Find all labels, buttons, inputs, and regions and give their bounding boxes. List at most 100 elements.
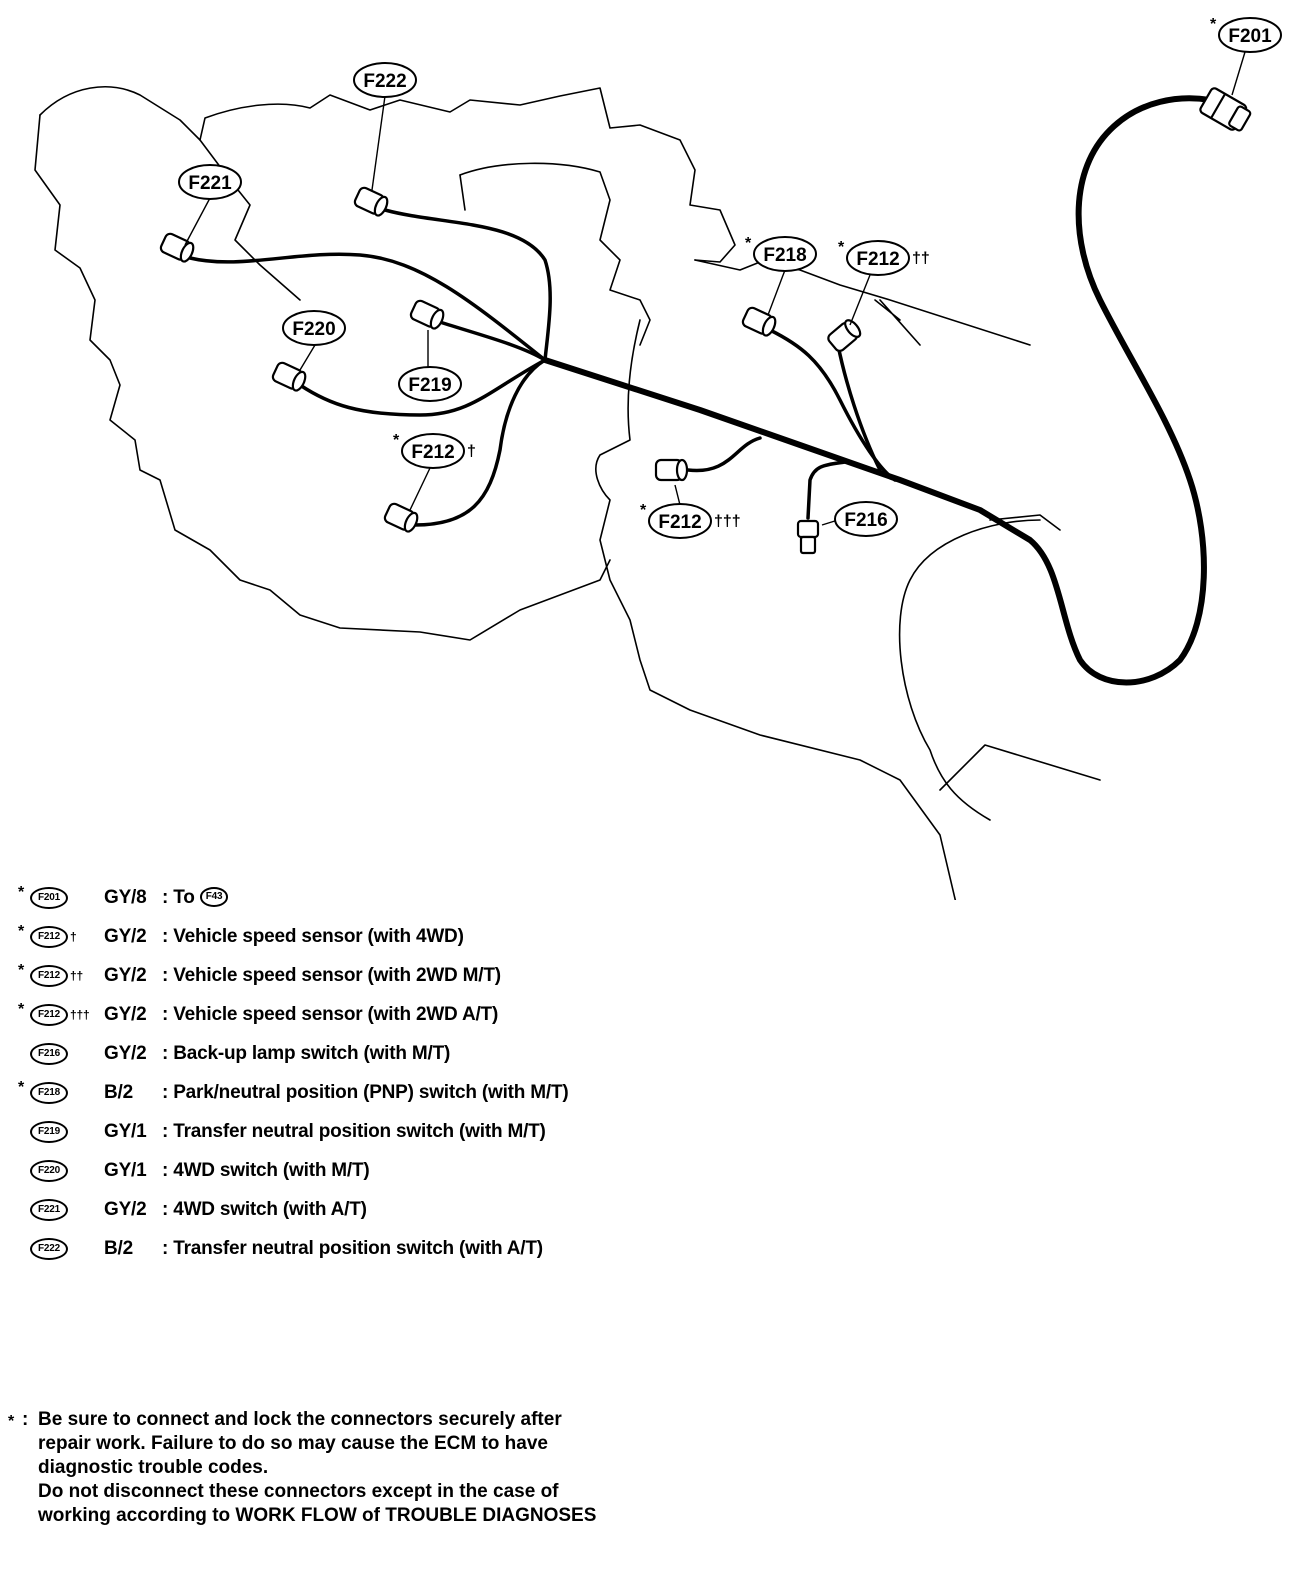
callout-label: F221 [188,173,232,194]
callout-dagger: † [467,443,476,460]
legend-wire-code: GY/2 [104,1003,147,1025]
upper-block-left [459,174,466,211]
note-line-1: Be sure to connect and lock the connecto… [38,1409,562,1430]
legend-ref-badge: F43 [199,887,229,908]
housing-lower-line [939,744,1101,791]
legend-row-f212: *F212†GY/2: Vehicle speed sensor (with 4… [18,917,738,956]
connector-f222-body [353,186,389,217]
callout-f218-3: F218 * [745,235,817,272]
callout-f212-8: F212*††† [640,502,741,539]
legend-wire-code: B/2 [104,1237,133,1259]
legend-connector-badge: F221 [30,1198,68,1221]
legend-description: : Vehicle speed sensor (with 2WD A/T) [162,1003,499,1025]
branch-f212-2wd-mt [836,343,882,472]
callout-star: * [1210,16,1217,33]
housing-left-edge [595,319,957,900]
legend-wire-code: GY/8 [104,886,147,908]
legend-wire-code: GY/1 [104,1159,147,1181]
bell-housing-curve [898,519,1041,821]
callout-f216-9: F216 [834,501,898,537]
connector-f201-body [1199,87,1252,132]
legend-row-f222: F222 B/2 : Transfer neutral position switc… [18,1229,738,1268]
legend-description: : To F43 [162,887,229,909]
callout-oval [834,501,898,537]
legend-description: : 4WD switch (with A/T) [162,1198,367,1220]
callout-label: F212 [411,442,454,463]
legend-star: * [18,1000,25,1018]
callout-dagger: ††† [714,513,741,530]
legend-description: : Park/neutral position (PNP) switch (wi… [162,1081,569,1103]
legend-wire-code: GY/2 [104,1042,147,1064]
callout-oval [178,164,242,200]
callout-f222-1: F222 [353,62,417,98]
legend-row-f212: *F212††GY/2: Vehicle speed sensor (with … [18,956,738,995]
callout-label: F219 [408,375,451,396]
legend-dagger: †† [70,968,83,983]
note-line-5: working according to WORK FLOW of TROUBL… [38,1505,597,1526]
callout-f212-7: F212*† [393,432,476,469]
inner-casing-outline [199,139,301,301]
connector-f212-2wd-at-body [654,458,689,482]
note-line-3: diagnostic trouble codes. [38,1457,269,1478]
callout-oval [753,236,817,272]
connector-f218-body [741,306,777,337]
note-line-2: repair work. Failure to do so may cause … [38,1433,548,1454]
branch-f220 [298,358,547,417]
callout-label: F201 [1228,26,1272,47]
callout-dagger: †† [912,250,930,267]
connector-legend: * F201 GY/8 : To F43 *F212†GY/2: Vehicle spe… [18,878,738,1268]
legend-wire-code: GY/2 [104,1198,147,1220]
legend-connector-badge: F212 [30,964,68,987]
callout-f219-6: F219 [398,366,462,402]
transmission-main-outline [694,259,1031,346]
tail-top-edge [989,514,1061,531]
callout-label: F222 [363,71,406,92]
callout-f220-5: F220 [282,310,346,346]
callout-star: * [838,239,845,256]
legend-row-f221: F221 GY/2 : 4WD switch (with A/T) [18,1190,738,1229]
legend-description: : Transfer neutral position switch (with… [162,1120,546,1142]
legend-row-f212: *F212†††GY/2: Vehicle speed sensor (with… [18,995,738,1034]
callout-label: F212 [658,512,701,533]
branch-f219 [438,320,547,362]
callout-star: * [745,235,752,252]
legend-description: : Vehicle speed sensor (with 2WD M/T) [162,964,501,986]
callout-oval [401,433,465,469]
connector-f219-body [409,299,445,330]
callout-f201-0: F201 * [1210,16,1282,53]
connector-f212-2wd-mt-body [827,319,862,353]
legend-connector-badge: F222 [30,1237,68,1260]
legend-star: * [18,1078,25,1096]
bracket-line [874,299,921,346]
connector-f212-4wd-body [383,502,419,533]
connector-f221-body [159,232,195,263]
callout-label: F212 [856,249,899,270]
gearbox-left-outline [34,114,611,641]
legend-description: : Transfer neutral position switch (with… [162,1237,543,1259]
callout-oval [398,366,462,402]
legend-connector-badge: F218 [30,1081,68,1104]
connector-f220-body [271,361,307,392]
harness-diagram: F201*F222F221F218*F212*††F220F219F212*†F… [34,16,1282,900]
callout-label: F220 [292,319,335,340]
harness-trunk [542,95,1213,686]
legend-star: * [18,961,25,979]
branch-f221 [188,252,547,362]
legend-description: : Vehicle speed sensor (with 4WD) [162,925,464,947]
caution-note: * : Be sure to connect and lock the conn… [8,1408,708,1528]
branch-f212-4wd [413,358,547,527]
callout-oval [846,240,910,276]
callout-oval [282,310,346,346]
transfer-case-outline [39,86,736,263]
legend-connector-badge: F201 [30,886,68,909]
note-line-4: Do not disconnect these connectors excep… [38,1481,559,1502]
legend-description: : 4WD switch (with M/T) [162,1159,370,1181]
branch-f216 [806,460,847,520]
callout-label: F218 [763,245,806,266]
branch-f222 [383,208,552,362]
